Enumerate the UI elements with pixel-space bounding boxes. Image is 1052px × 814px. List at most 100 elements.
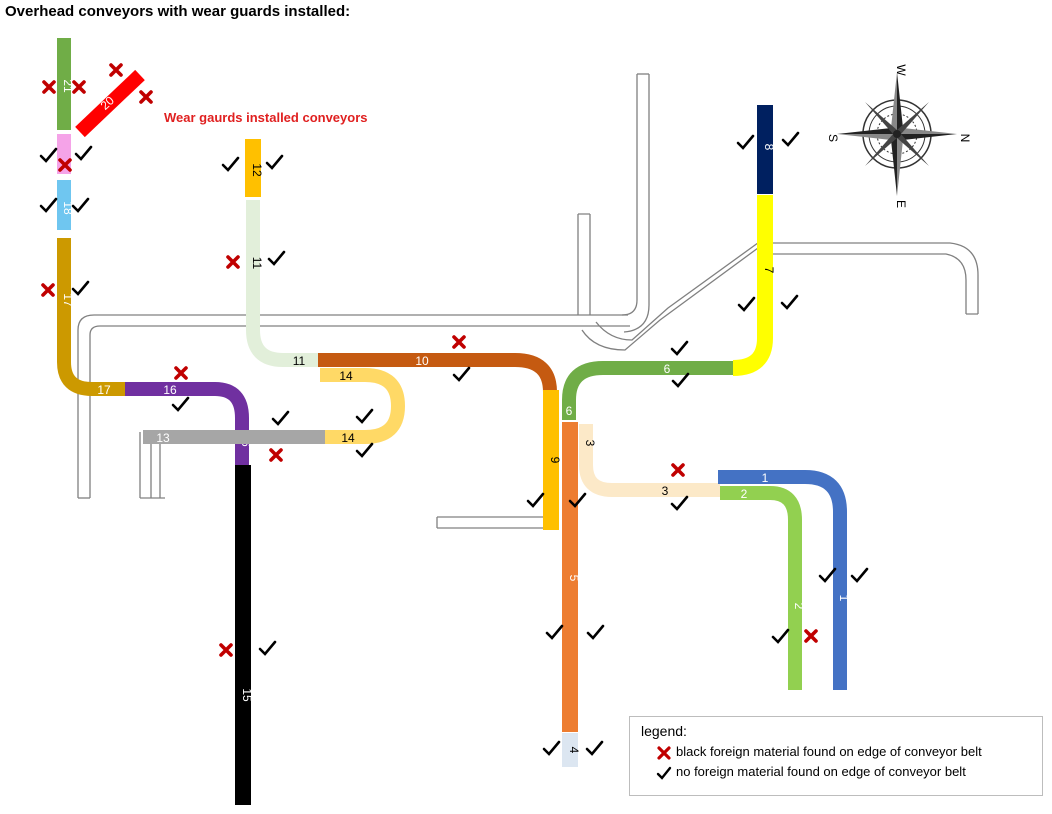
- svg-text:13: 13: [156, 431, 170, 445]
- check-icon: [542, 740, 561, 756]
- conveyor-15-label: 15: [240, 688, 254, 702]
- check-icon: [39, 147, 58, 163]
- conveyor-4: 4: [562, 733, 581, 767]
- check-icon: [39, 197, 58, 213]
- svg-text:4: 4: [567, 747, 581, 754]
- conveyor-20: 20: [75, 69, 145, 138]
- conveyor-18-label: 18: [61, 201, 75, 215]
- svg-text:8: 8: [762, 144, 776, 151]
- svg-text:11: 11: [250, 257, 264, 270]
- red-x-icon: [657, 745, 671, 760]
- legend-title: legend:: [641, 723, 687, 739]
- red-x-icon: [174, 366, 188, 380]
- svg-text:14: 14: [341, 431, 355, 445]
- svg-text:17: 17: [61, 293, 75, 307]
- check-icon: [71, 280, 90, 296]
- red-x-icon: [41, 283, 55, 297]
- conveyor-16: 16 16: [125, 382, 253, 465]
- conveyor-18: 18: [57, 180, 75, 230]
- legend-item-label: no foreign material found on edge of con…: [676, 764, 966, 779]
- check-icon: [781, 131, 800, 147]
- conveyor-1: 1 1: [718, 470, 851, 690]
- conveyor-21-label: 21: [61, 79, 75, 93]
- red-x-icon: [804, 629, 818, 643]
- check-icon: [670, 340, 689, 356]
- conveyor-10: 10: [318, 353, 557, 393]
- check-icon: [671, 372, 690, 388]
- check-icon: [670, 495, 689, 511]
- svg-text:12: 12: [250, 163, 264, 177]
- svg-text:5: 5: [567, 575, 581, 582]
- svg-text:3: 3: [662, 484, 669, 498]
- compass-n: N: [958, 134, 972, 143]
- existing-rails: [77, 73, 979, 529]
- legend-item-found: black foreign material found on edge of …: [656, 744, 982, 760]
- legend-item-clear: no foreign material found on edge of con…: [656, 764, 966, 780]
- compass-rose-icon: W N S E: [826, 64, 972, 208]
- compass-w: W: [894, 64, 908, 76]
- conveyor-12: 12: [245, 139, 264, 197]
- svg-text:6: 6: [566, 404, 573, 418]
- check-icon: [258, 640, 277, 656]
- page-title: Overhead conveyors with wear guards inst…: [5, 3, 351, 20]
- check-icon: [355, 408, 374, 424]
- svg-text:1: 1: [837, 595, 851, 602]
- conveyor-21: 21: [57, 38, 75, 130]
- check-icon: [585, 740, 604, 756]
- conveyor-2: 2 2: [720, 486, 806, 690]
- check-icon: [586, 624, 605, 640]
- red-x-icon: [671, 463, 685, 477]
- check-icon: [267, 250, 286, 266]
- conveyor-15: 15: [235, 465, 254, 805]
- check-icon: [545, 624, 564, 640]
- conveyor-9: 9: [543, 390, 562, 530]
- inspection-markers: [39, 63, 869, 756]
- svg-text:11: 11: [293, 354, 306, 368]
- conveyor-11: 11 11: [246, 200, 318, 368]
- check-icon: [850, 567, 869, 583]
- svg-text:2: 2: [741, 487, 748, 501]
- check-icon: [737, 296, 756, 312]
- check-icon: [265, 154, 284, 170]
- check-icon: [780, 294, 799, 310]
- conveyor-17: 17 17: [57, 238, 125, 397]
- conveyor-3: 3 3: [579, 424, 720, 498]
- check-icon: [771, 628, 790, 644]
- red-x-icon: [42, 80, 56, 94]
- compass-s: S: [826, 134, 840, 142]
- check-icon: [221, 156, 240, 172]
- red-x-icon: [269, 448, 283, 462]
- legend: legend: black foreign material found on …: [629, 716, 1043, 796]
- conveyor-14: 14 14: [320, 368, 406, 445]
- svg-text:2: 2: [792, 603, 806, 610]
- check-icon: [818, 567, 837, 583]
- red-x-icon: [452, 335, 466, 349]
- conveyor-6: 6 6: [562, 361, 735, 420]
- compass-e: E: [894, 200, 908, 208]
- check-icon: [656, 766, 672, 780]
- svg-text:14: 14: [339, 369, 353, 383]
- check-icon: [171, 396, 190, 412]
- svg-text:1: 1: [762, 471, 769, 485]
- svg-text:7: 7: [762, 267, 776, 274]
- svg-text:10: 10: [415, 354, 429, 368]
- red-x-icon: [219, 643, 233, 657]
- svg-text:6: 6: [664, 362, 671, 376]
- legend-item-label: black foreign material found on edge of …: [676, 744, 982, 759]
- red-x-icon: [226, 255, 240, 269]
- svg-text:17: 17: [97, 383, 111, 397]
- check-icon: [271, 410, 290, 426]
- red-x-icon: [139, 90, 153, 104]
- svg-text:9: 9: [548, 457, 562, 464]
- check-icon: [355, 442, 374, 458]
- conveyor-13: 13: [143, 430, 325, 445]
- svg-text:3: 3: [583, 440, 597, 447]
- svg-text:16: 16: [163, 383, 177, 397]
- conveyor-5: 5: [562, 422, 581, 732]
- check-icon: [526, 492, 545, 508]
- check-icon: [74, 145, 93, 161]
- wear-guards-label: Wear gaurds installed conveyors: [164, 110, 368, 125]
- red-x-icon: [109, 63, 123, 77]
- check-icon: [452, 366, 471, 382]
